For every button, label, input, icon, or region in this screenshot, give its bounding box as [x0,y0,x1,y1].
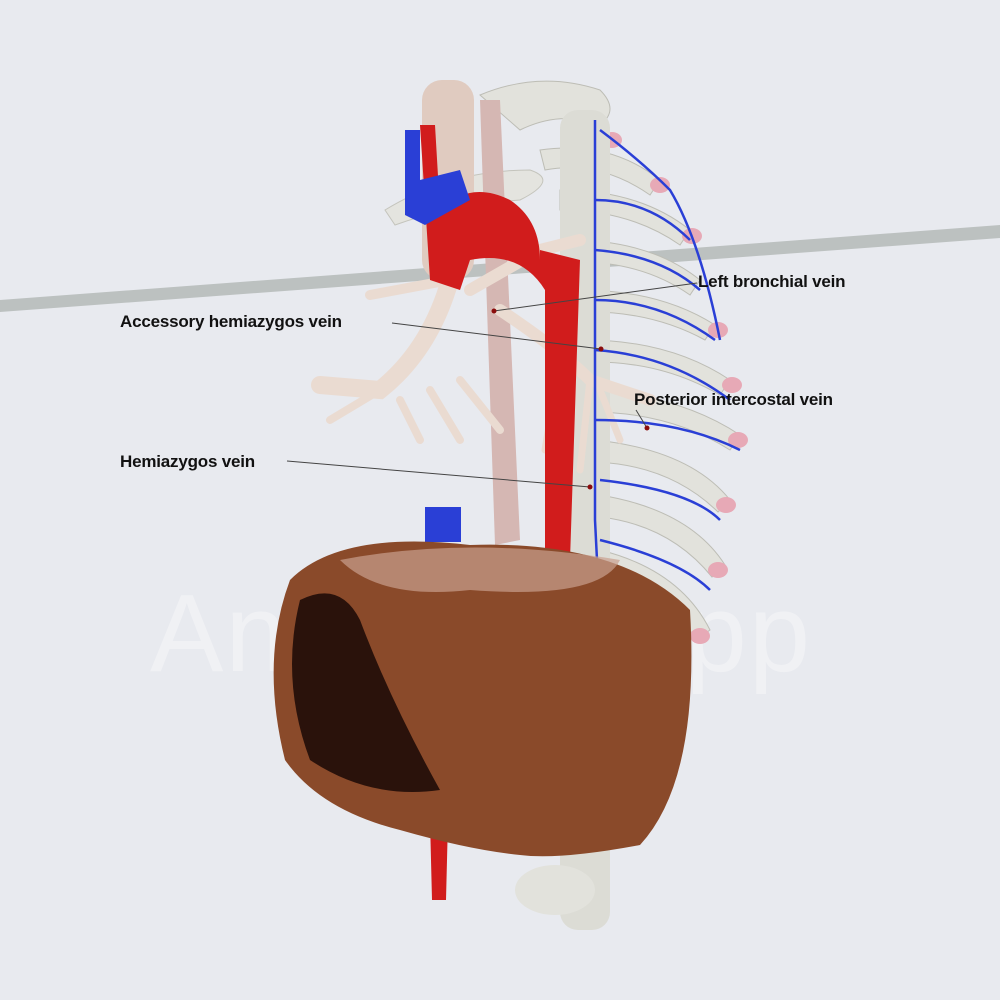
diaphragm-opening [292,593,440,792]
label-accessory-hemiazygos-vein: Accessory hemiazygos vein [120,312,342,331]
leader-lines [286,282,698,488]
label-hemiazygos-vein: Hemiazygos vein [120,452,255,471]
aorta [420,125,580,560]
veins [405,130,470,542]
label-left-bronchial-vein: Left bronchial vein [698,272,846,291]
label-posterior-intercostal-vein: Posterior intercostal vein [634,390,833,409]
vertebra-lower [515,865,595,915]
diaphragm-highlight [340,547,620,592]
anchor-dots [491,308,650,490]
